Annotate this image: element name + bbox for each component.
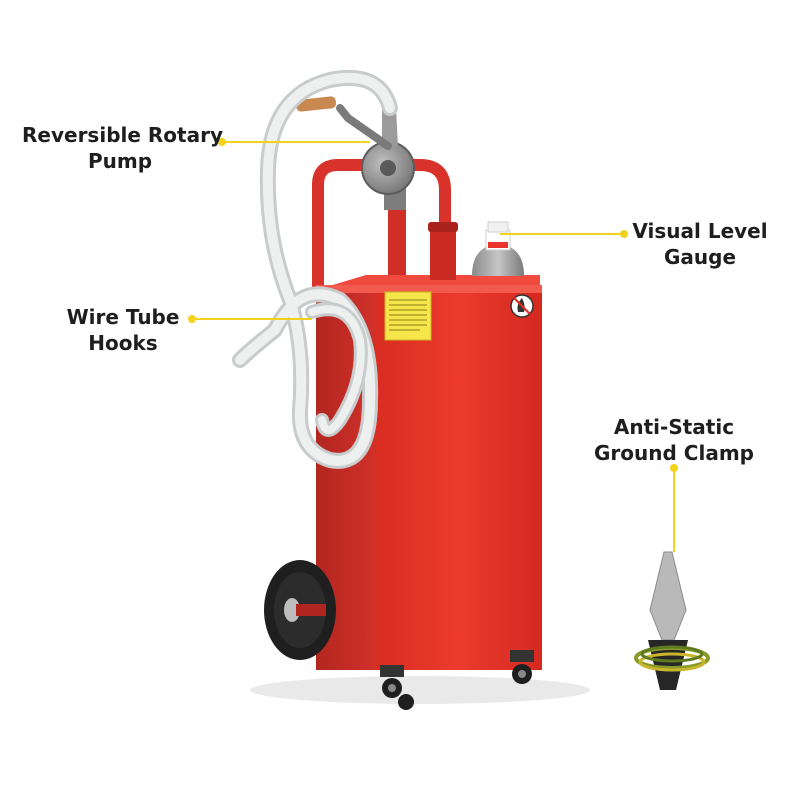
caster-wheels — [380, 650, 534, 710]
floor-shadow — [250, 676, 590, 704]
callout-hooks-line2: Hooks — [88, 331, 158, 355]
callout-hooks-line1: Wire Tube — [66, 305, 180, 329]
handle-post — [388, 200, 406, 288]
wheel — [264, 560, 336, 660]
no-fire-icon — [510, 294, 534, 318]
callout-pump-line1: Reversible Rotary — [22, 123, 223, 147]
hose — [232, 69, 398, 469]
callout-hooks: Wire Tube Hooks — [60, 304, 186, 356]
callout-pump-line2: Pump — [87, 149, 153, 173]
filler-cap — [428, 222, 458, 280]
callout-clamp: Anti-Static Ground Clamp — [592, 414, 756, 466]
callout-pump: Reversible Rotary Pump — [22, 122, 223, 174]
warning-sticker — [384, 291, 432, 341]
callout-clamp-line2: Ground Clamp — [594, 441, 754, 465]
leader-lines — [188, 138, 678, 552]
rotary-pump — [295, 96, 415, 210]
ground-clamp — [634, 551, 710, 690]
level-gauge — [472, 221, 524, 276]
callout-gauge-line2: Gauge — [663, 245, 737, 269]
callout-gauge-line1: Visual Level — [632, 219, 768, 243]
fuel-tank — [316, 275, 542, 670]
callout-clamp-line1: Anti-Static — [613, 415, 735, 439]
callout-gauge: Visual Level Gauge — [630, 218, 770, 270]
